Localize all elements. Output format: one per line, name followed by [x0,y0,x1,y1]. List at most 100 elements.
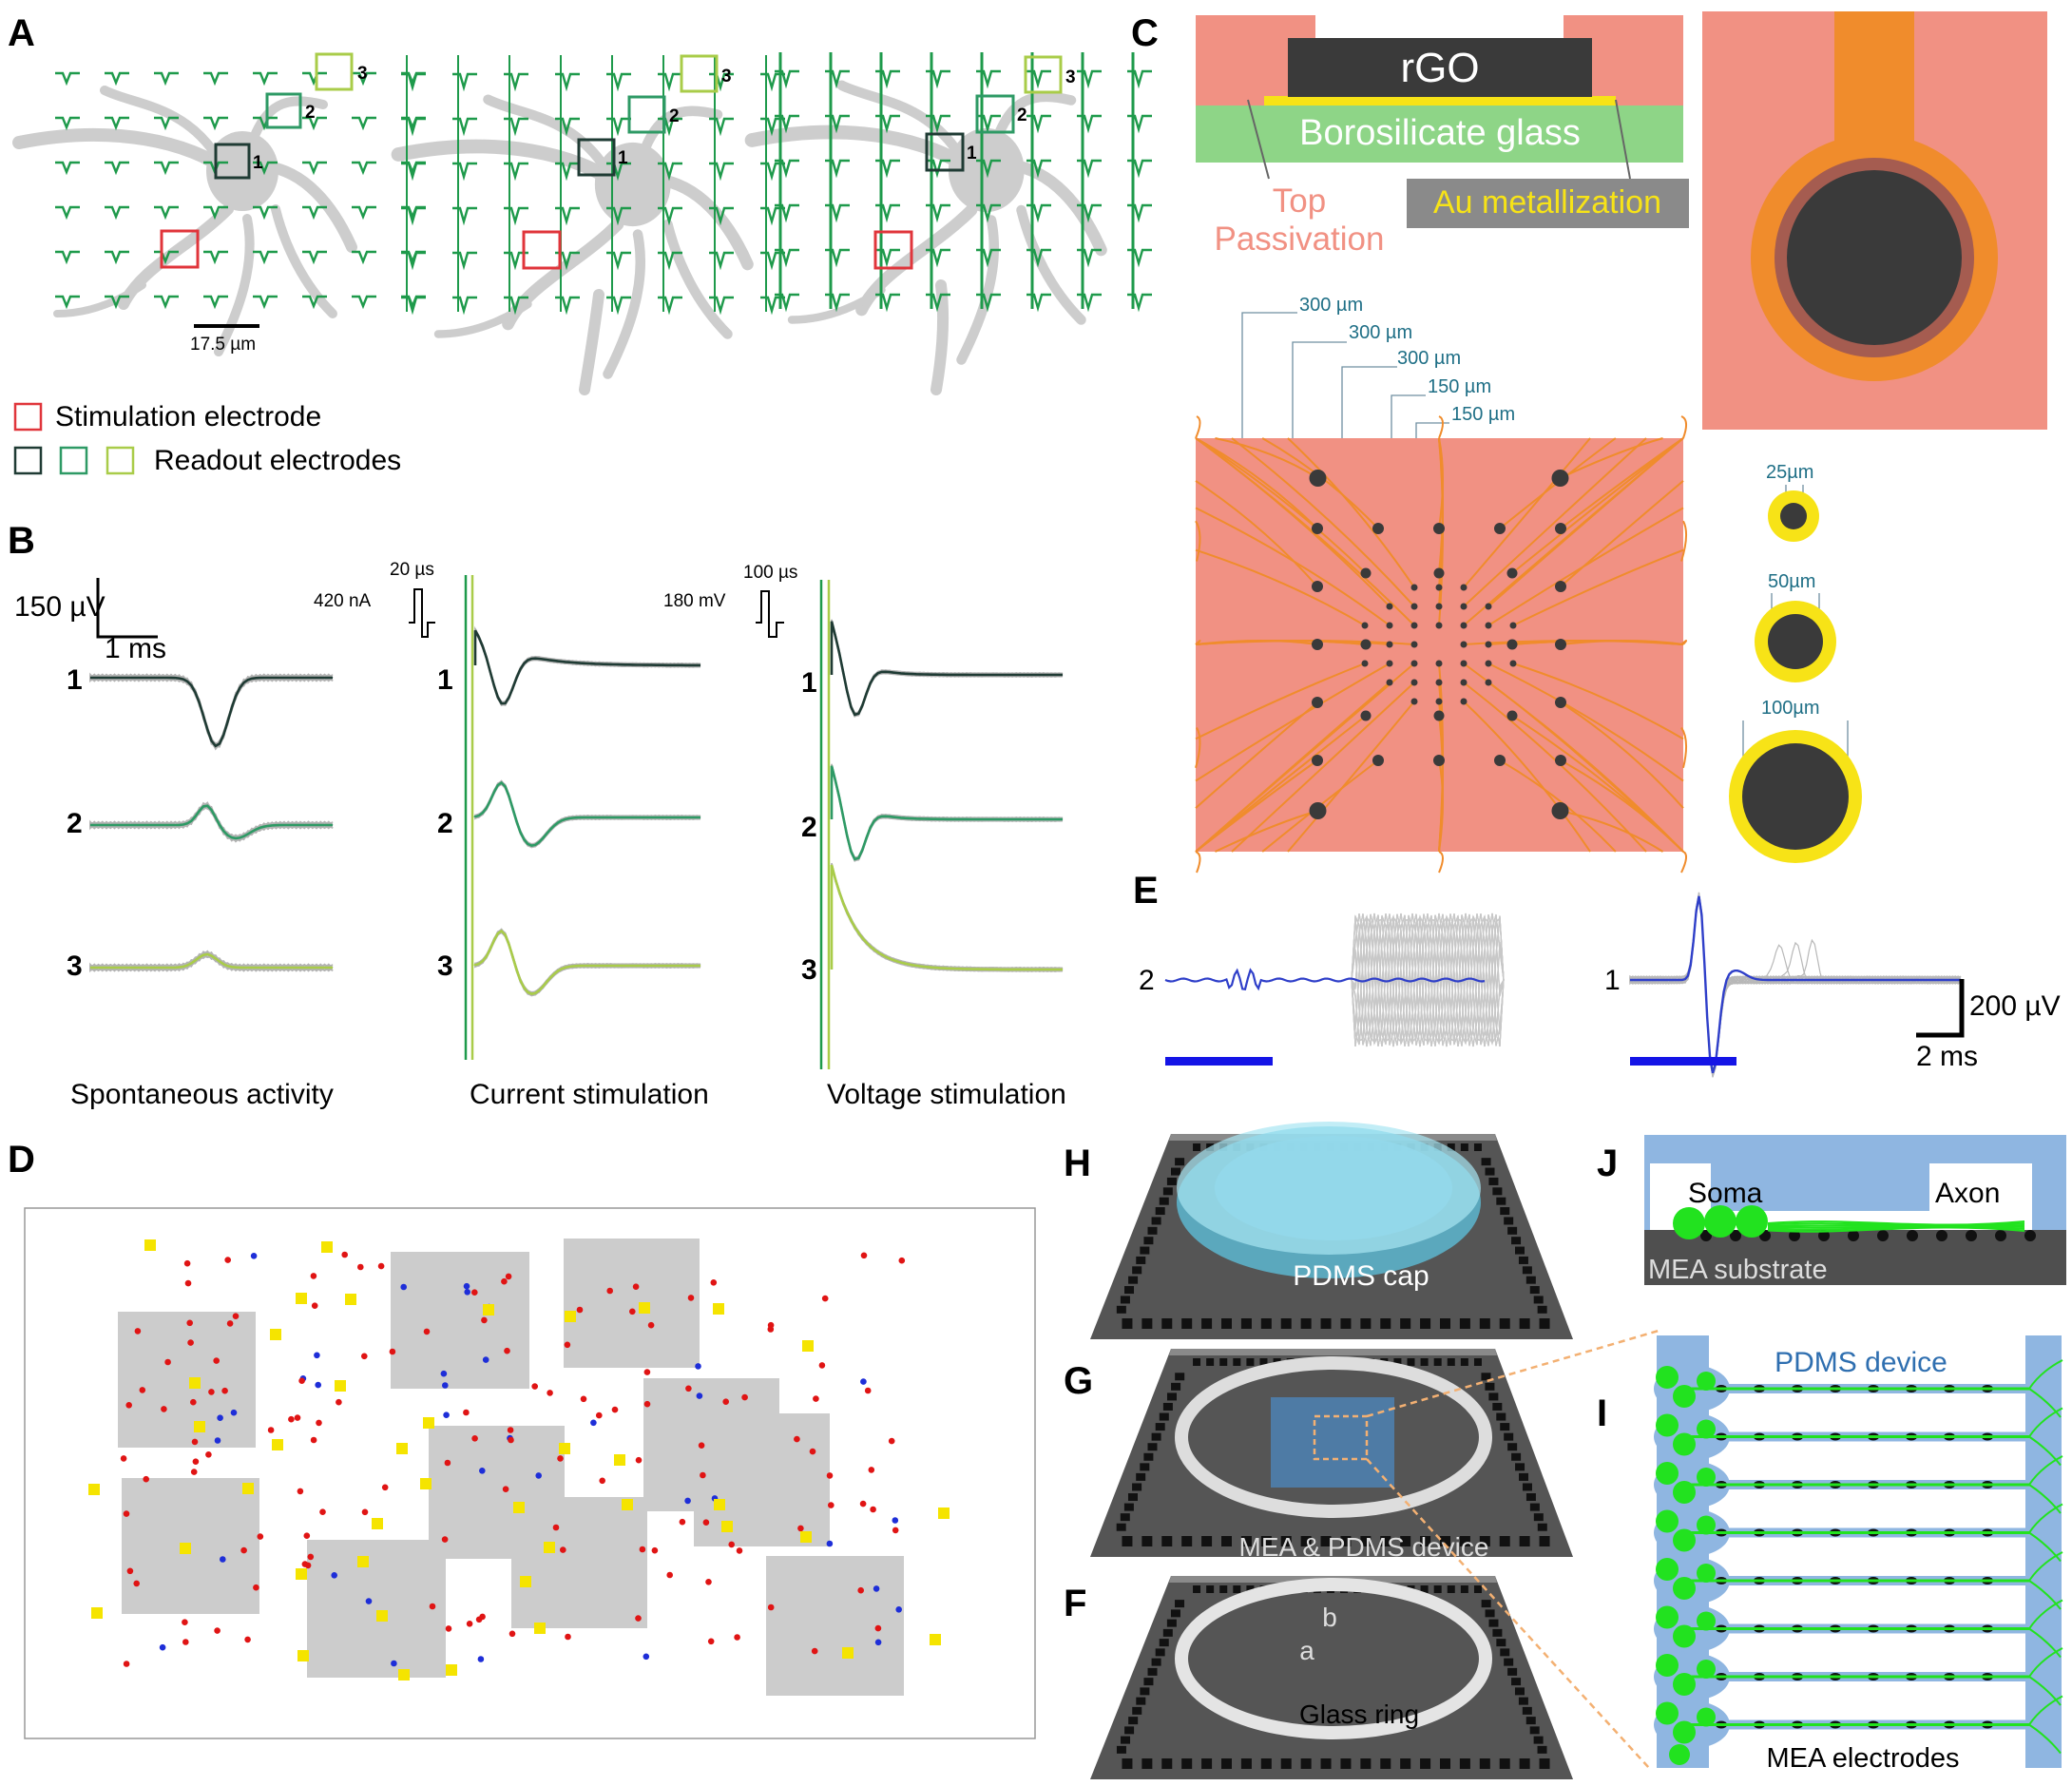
contact-pad [1155,1207,1165,1216]
contact-pad [1116,1523,1126,1531]
mea-track [1215,810,1318,853]
contact-pad [1116,1305,1126,1314]
j-electrode [1995,1230,2006,1241]
spike-trace [555,72,580,92]
mea-track [1463,437,1591,588]
spike-trace [504,117,528,137]
contact-pad [1142,1536,1153,1546]
d-dot [873,1585,880,1592]
mea-electrode-dot [1360,639,1372,650]
b-trace-label-2: 2 [437,808,453,839]
contact-pad [1459,1758,1470,1769]
contact-pad [1539,1318,1550,1329]
e-stim-bar-right [1630,1057,1736,1066]
contact-pad [1488,1177,1499,1185]
spike-trace [504,206,528,226]
contact-pad [1166,1619,1177,1627]
d-dot [381,1484,389,1491]
i-neuron [1673,1432,1696,1456]
contact-pad [1120,1296,1130,1304]
spike-trace [976,203,1001,223]
contact-pad [1181,1318,1193,1329]
contact-pad [1539,1758,1550,1769]
mea-track [1215,437,1319,479]
trace-overlay [831,865,1064,972]
d-dot [314,1352,320,1359]
d-yellow-marker [544,1542,555,1553]
mea-electrode-dot [1312,639,1323,650]
trace-overlay [474,629,701,705]
d-dot [377,1262,385,1270]
contact-pad [1181,1758,1193,1769]
d-dot [250,1253,258,1259]
contact-pad [1499,1758,1510,1769]
contact-pad [1433,1585,1442,1593]
contact-pad [1518,1697,1528,1705]
label-a: a [1299,1636,1314,1665]
mea-track [1195,727,1201,769]
panel-label-g: G [1064,1360,1093,1402]
contact-pads [1116,1585,1550,1769]
d-dot [643,1400,651,1408]
contact-pad [1171,1167,1181,1176]
trace-overlay [831,863,1064,972]
spike-trace [1077,114,1102,134]
spike-trace [875,203,900,223]
contact-pad [1481,1158,1491,1166]
contact-pad [1320,1758,1332,1769]
d-dot [443,1412,450,1418]
b-scale-y: 150 µV [14,591,106,623]
mea-track [1680,415,1687,439]
contact-pad [1440,1758,1450,1769]
j-electrode [1936,1230,1947,1241]
mea-track [1560,701,1684,809]
trace-overlay [474,929,701,995]
spike-trace [875,159,900,179]
contact-pad [1525,1276,1536,1284]
contact-pad [1300,1758,1312,1769]
spike-trace [760,206,785,226]
metallization-label: Au metallization [1433,184,1661,221]
d-yellow-marker [513,1502,525,1513]
mea-electrode-dot [1506,567,1518,579]
e-gray-trace [1629,899,1962,1077]
spike-trace [55,205,80,221]
spike-trace [825,203,850,223]
j-electrode [1730,1230,1741,1241]
contact-pad [1533,1513,1544,1522]
e-gray-trace [1351,913,1505,1046]
spike-trace [1127,248,1152,268]
trace-overlay [474,931,701,993]
mea-electrode-dot [1435,660,1443,667]
spike-trace [55,161,80,176]
panel-fgh: H G F PDMS cap MEA & PDMS device [1064,1122,1660,1779]
contact-pad [1507,1443,1518,1451]
contact-pad [1155,1423,1165,1431]
d-dot [685,1385,692,1392]
stimulation-box [522,230,562,270]
j-soma [1704,1205,1736,1238]
d-dot [440,1370,448,1377]
mea-track [1287,701,1415,853]
mea-electrode-dot [1433,710,1445,721]
contact-pad [1116,1745,1126,1754]
contact-pad [1121,1736,1131,1744]
d-dot [224,1257,231,1263]
electrode-number-1: 1 [618,148,628,168]
contact-pad [1260,1536,1272,1546]
contact-pad [1221,1536,1232,1546]
mea-electrode-dot [1460,679,1468,686]
contact-pad [1459,1536,1470,1546]
d-dot [482,1356,489,1363]
d-yellow-marker [88,1484,100,1495]
contact-pad [1485,1382,1495,1391]
rgo-layer [1288,38,1592,97]
spike-trace [105,295,129,310]
spike-trace [154,116,179,131]
d-yellow-marker [189,1377,201,1389]
e-right-label: 1 [1604,965,1621,996]
d-dot [710,1279,718,1286]
electrode-number-1: 1 [253,153,263,173]
contact-pad [1380,1536,1391,1546]
mea-electrode-dot [1509,622,1517,629]
